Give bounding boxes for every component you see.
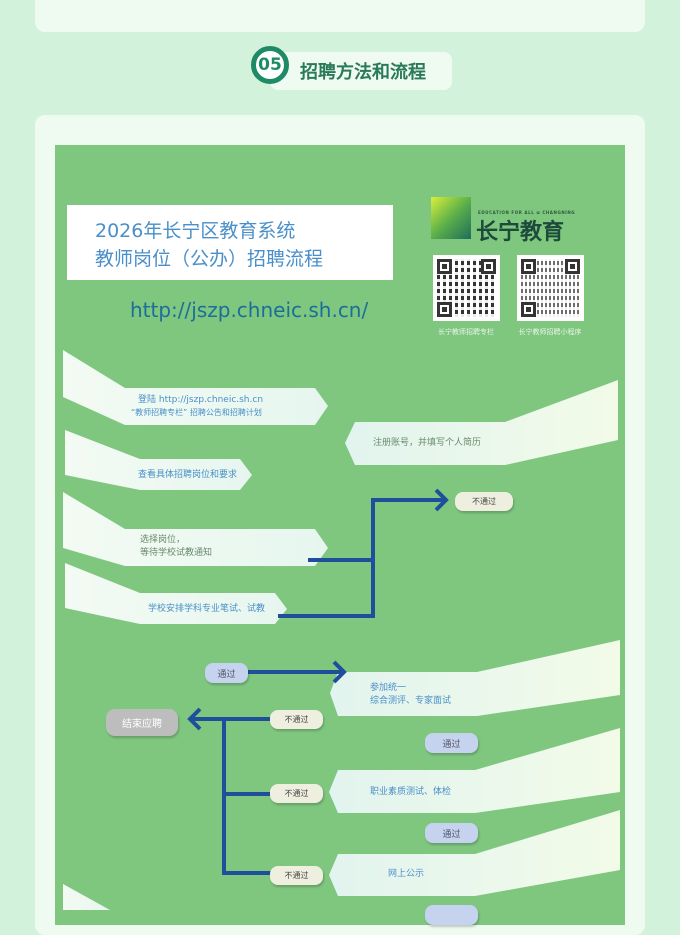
banner-register bbox=[345, 380, 618, 465]
previous-section-card bbox=[35, 0, 645, 32]
fail-badge: 不通过 bbox=[455, 492, 513, 511]
flow-arrows bbox=[187, 488, 449, 875]
step-login-line1: 登陆 http://jszp.chneic.sh.cn bbox=[138, 395, 264, 405]
logo-name: 长宁教育 bbox=[476, 220, 565, 245]
pass-badge: 通过 bbox=[205, 663, 248, 683]
step-register: 注册账号，并填写个人简历 bbox=[373, 438, 482, 448]
banner-physical bbox=[329, 728, 620, 813]
fail-badge: 不通过 bbox=[270, 866, 323, 885]
step-unified-line2: 综合测评、专家面试 bbox=[370, 696, 452, 706]
banner-unified bbox=[330, 640, 620, 716]
section-number-badge: 05 bbox=[251, 46, 289, 84]
banner-login bbox=[63, 350, 328, 425]
qr-code-icon bbox=[433, 255, 500, 321]
qr-caption-1: 长宁教师招聘专栏 bbox=[438, 328, 494, 336]
step-select-line1: 选择岗位， bbox=[140, 535, 186, 545]
qr-caption-2: 长宁教师招聘小程序 bbox=[518, 328, 582, 336]
section-header-pill bbox=[270, 52, 452, 90]
step-school-test: 学校安排学科专业笔试、试教 bbox=[148, 604, 266, 614]
step-select-line2: 等待学校试教通知 bbox=[140, 548, 213, 558]
poster-title-line2: 教师岗位（公办）招聘流程 bbox=[95, 248, 324, 270]
changning-education-logo-icon bbox=[431, 197, 471, 239]
recruitment-url[interactable]: http://jszp.chneic.sh.cn/ bbox=[130, 298, 369, 322]
step-publicity: 网上公示 bbox=[388, 869, 425, 879]
banner-select bbox=[63, 492, 328, 566]
poster-title-line1: 2026年长宁区教育系统 bbox=[95, 220, 296, 242]
flow-diagram-shapes bbox=[63, 350, 620, 910]
pass-badge: 通过 bbox=[425, 733, 478, 753]
pass-badge-partial bbox=[425, 905, 478, 925]
logo-tagline: EDUCATION FOR ALL ⊠ CHANGNING bbox=[478, 210, 576, 215]
section-title: 招聘方法和流程 bbox=[300, 62, 426, 83]
banner-view bbox=[65, 430, 252, 490]
step-view: 查看具体招聘岗位和要求 bbox=[138, 470, 238, 480]
pass-badge: 通过 bbox=[425, 823, 478, 843]
fail-badge: 不通过 bbox=[270, 710, 323, 729]
poster-title-box bbox=[67, 205, 393, 280]
banner-school-test bbox=[65, 563, 287, 624]
qr-code-miniprogram-icon bbox=[517, 255, 584, 321]
banner-publicity bbox=[329, 810, 620, 896]
step-unified-line1: 参加统一 bbox=[370, 683, 407, 693]
step-login-line2: “教师招聘专栏” 招聘公告和招聘计划 bbox=[131, 408, 262, 417]
fail-badge: 不通过 bbox=[270, 784, 323, 803]
banner-next-partial bbox=[63, 884, 110, 910]
step-physical: 职业素质测试、体检 bbox=[370, 787, 452, 797]
end-application-node: 结束应聘 bbox=[106, 709, 178, 736]
